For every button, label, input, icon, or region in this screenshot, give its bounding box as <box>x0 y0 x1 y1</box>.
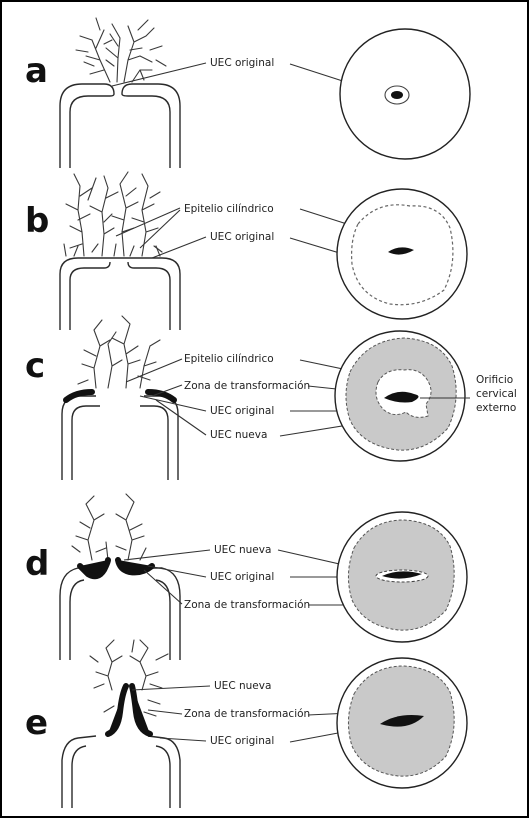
new-scj-e-right <box>132 686 150 734</box>
leader-d-zona <box>144 570 182 604</box>
label-e-uec-nueva: UEC nueva <box>214 680 271 692</box>
label-d-uec-nueva: UEC nueva <box>214 544 271 556</box>
label-e-zona: Zona de transformación <box>184 708 310 720</box>
new-scj-e-left <box>108 686 126 734</box>
canal-section-a <box>60 18 180 168</box>
external-os-a <box>391 91 403 99</box>
panel-c: c Epitelio cilíndrico Zona de transforma… <box>25 316 517 480</box>
leader-d-uec-original <box>148 566 206 577</box>
label-c-epitelio: Epitelio cilíndrico <box>184 353 274 365</box>
label-d-uec-original: UEC original <box>210 571 274 583</box>
panel-e: e UEC nueva Zona de transformación UEC o… <box>25 640 467 808</box>
cervix-face-d <box>337 512 467 642</box>
cervix-face-a <box>340 29 470 159</box>
panel-letter-a: a <box>25 51 48 91</box>
cervix-face-c <box>335 331 465 461</box>
canal-section-b <box>60 172 180 330</box>
label-c-uec-nueva: UEC nueva <box>210 429 267 441</box>
label-e-uec-original: UEC original <box>210 735 274 747</box>
cervix-face-b <box>337 189 467 319</box>
label-a-uec-original: UEC original <box>210 57 274 69</box>
leader-d-uec-nueva <box>124 550 210 560</box>
leader-b-uec-original <box>152 237 206 258</box>
label-c-orificio-2: cervical <box>476 388 517 400</box>
leader-e-zona <box>148 710 182 714</box>
cervix-face-e <box>337 658 467 788</box>
panel-b: b Epitelio cilíndrico UEC original <box>25 172 467 330</box>
panel-letter-c: c <box>25 346 45 386</box>
panel-letter-b: b <box>25 201 49 241</box>
panel-d: d UEC nueva UEC original Zona de transfo… <box>25 494 467 660</box>
leader-a-uec-original <box>112 63 206 86</box>
leader-e-uec-nueva <box>132 686 210 690</box>
panel-a: a UEC original <box>25 18 470 168</box>
label-c-orificio-1: Orificio <box>476 374 513 386</box>
new-scj-d-right <box>118 560 152 572</box>
canal-section-e <box>62 640 180 808</box>
label-b-epitelio: Epitelio cilíndrico <box>184 203 274 215</box>
canal-section-c <box>62 316 178 480</box>
label-c-zona: Zona de transformación <box>184 380 310 392</box>
new-scj-d-left <box>80 560 108 576</box>
leader-e-uec-original <box>160 738 206 741</box>
panel-letter-e: e <box>25 703 48 743</box>
panel-letter-d: d <box>25 544 49 584</box>
canal-section-d <box>60 494 180 660</box>
label-c-uec-original: UEC original <box>210 405 274 417</box>
label-c-orificio-3: externo <box>476 402 516 414</box>
label-b-uec-original: UEC original <box>210 231 274 243</box>
label-d-zona: Zona de transformación <box>184 599 310 611</box>
